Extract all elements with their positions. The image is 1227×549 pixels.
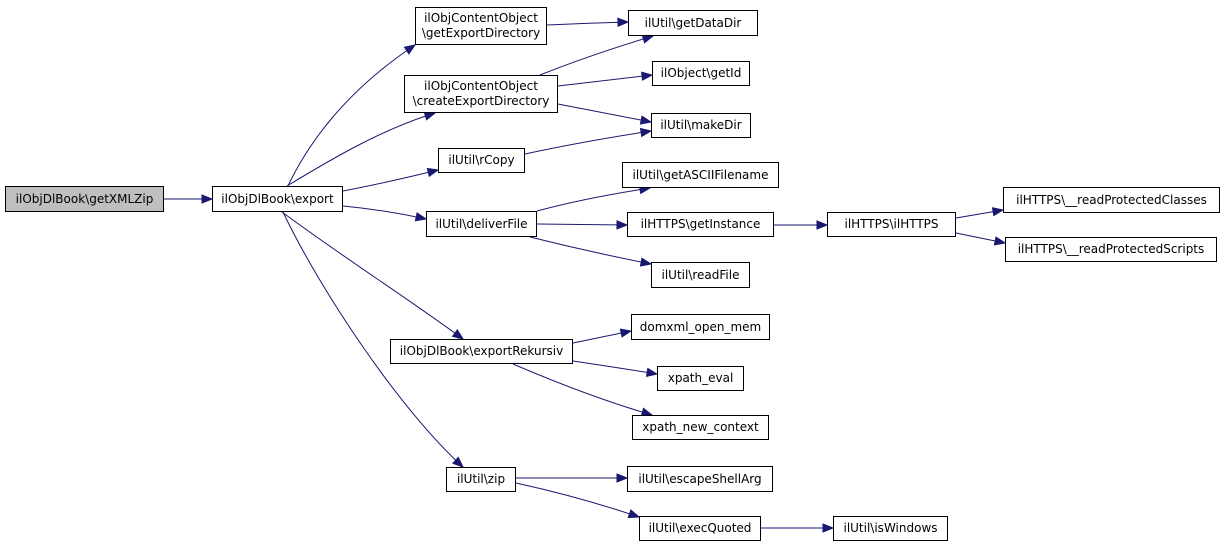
edge-line [557,103,652,123]
edge-arrowhead [403,44,417,55]
edge-line [512,363,653,416]
edge-line [281,211,464,340]
node-exportRekursiv[interactable]: ilObjDlBook\exportRekursiv [390,339,573,364]
node-escapeShellArg[interactable]: ilUtil\escapeShellArg [627,466,773,492]
node-getExportDirectory[interactable]: ilObjContentObject \getExportDirectory [415,7,547,45]
edge-arrowhead [641,71,654,81]
node-isWindows[interactable]: ilUtil\isWindows [833,516,948,541]
edge-arrowhead [627,509,641,519]
node-readFile[interactable]: ilUtil\readFile [651,262,750,288]
edge-arrowhead [639,257,653,267]
edge-arrowhead [616,473,629,483]
edge-arrowhead [993,236,1007,246]
node-getXMLZip: ilObjDlBook\getXMLZip [5,186,164,212]
node-getASCIIFilename[interactable]: ilUtil\getASCIIFilename [622,162,779,188]
node-export[interactable]: ilObjDlBook\export [212,186,343,212]
edge-line [342,169,439,192]
edge-arrowhead [991,207,1005,217]
edge-line [286,112,436,187]
edge-line [524,130,652,155]
edge-arrowhead [423,111,437,121]
edge-arrowhead [639,115,653,125]
edge-line [282,211,464,468]
node-xpath_new_context[interactable]: xpath_new_context [632,415,769,440]
edge-line [536,223,628,226]
node-getId[interactable]: ilObject\getId [652,61,750,86]
edge-line [529,236,652,265]
edge-arrowhead [451,328,465,340]
edge-arrowhead [641,34,655,44]
edge-arrowhead [426,167,440,178]
node-rCopy[interactable]: ilUtil\rCopy [438,148,525,173]
edge-line [557,74,653,87]
edge-line [287,44,416,187]
edge-arrowhead [816,220,829,230]
edge-arrowhead [617,17,630,28]
edge-arrowhead [201,194,214,204]
edge-arrowhead [645,367,659,377]
node-xpath_eval[interactable]: xpath_eval [657,366,744,391]
edge-arrowhead [414,212,428,222]
edge-line [546,21,629,26]
node-domxml_open_mem[interactable]: domxml_open_mem [631,314,770,340]
edge-arrowhead [639,127,653,138]
edge-line [536,187,651,212]
node-readProtectedClasses[interactable]: ilHTTPS\__readProtectedClasses [1003,187,1220,213]
edge-arrowhead [619,328,633,338]
node-ilHTTPS[interactable]: ilHTTPS\ilHTTPS [827,212,956,237]
node-deliverFile[interactable]: ilUtil\deliverFile [426,211,537,237]
node-getInstance[interactable]: ilHTTPS\getInstance [627,212,774,237]
edge-arrowhead [616,220,629,230]
edge-line [572,360,658,375]
node-getDataDir[interactable]: ilUtil\getDataDir [628,10,758,36]
edge-line [342,205,427,220]
edge-arrowhead [822,523,835,533]
node-makeDir[interactable]: ilUtil\makeDir [651,113,751,138]
edge-line [539,35,654,76]
node-readProtectedScripts[interactable]: ilHTTPS\__readProtectedScripts [1005,237,1217,262]
node-execQuoted[interactable]: ilUtil\execQuoted [639,516,761,541]
edge-arrowhead [452,456,464,468]
node-createExportDirectory[interactable]: ilObjContentObject \createExportDirector… [404,75,558,113]
edge-line [515,482,640,518]
node-zip[interactable]: ilUtil\zip [446,467,516,492]
